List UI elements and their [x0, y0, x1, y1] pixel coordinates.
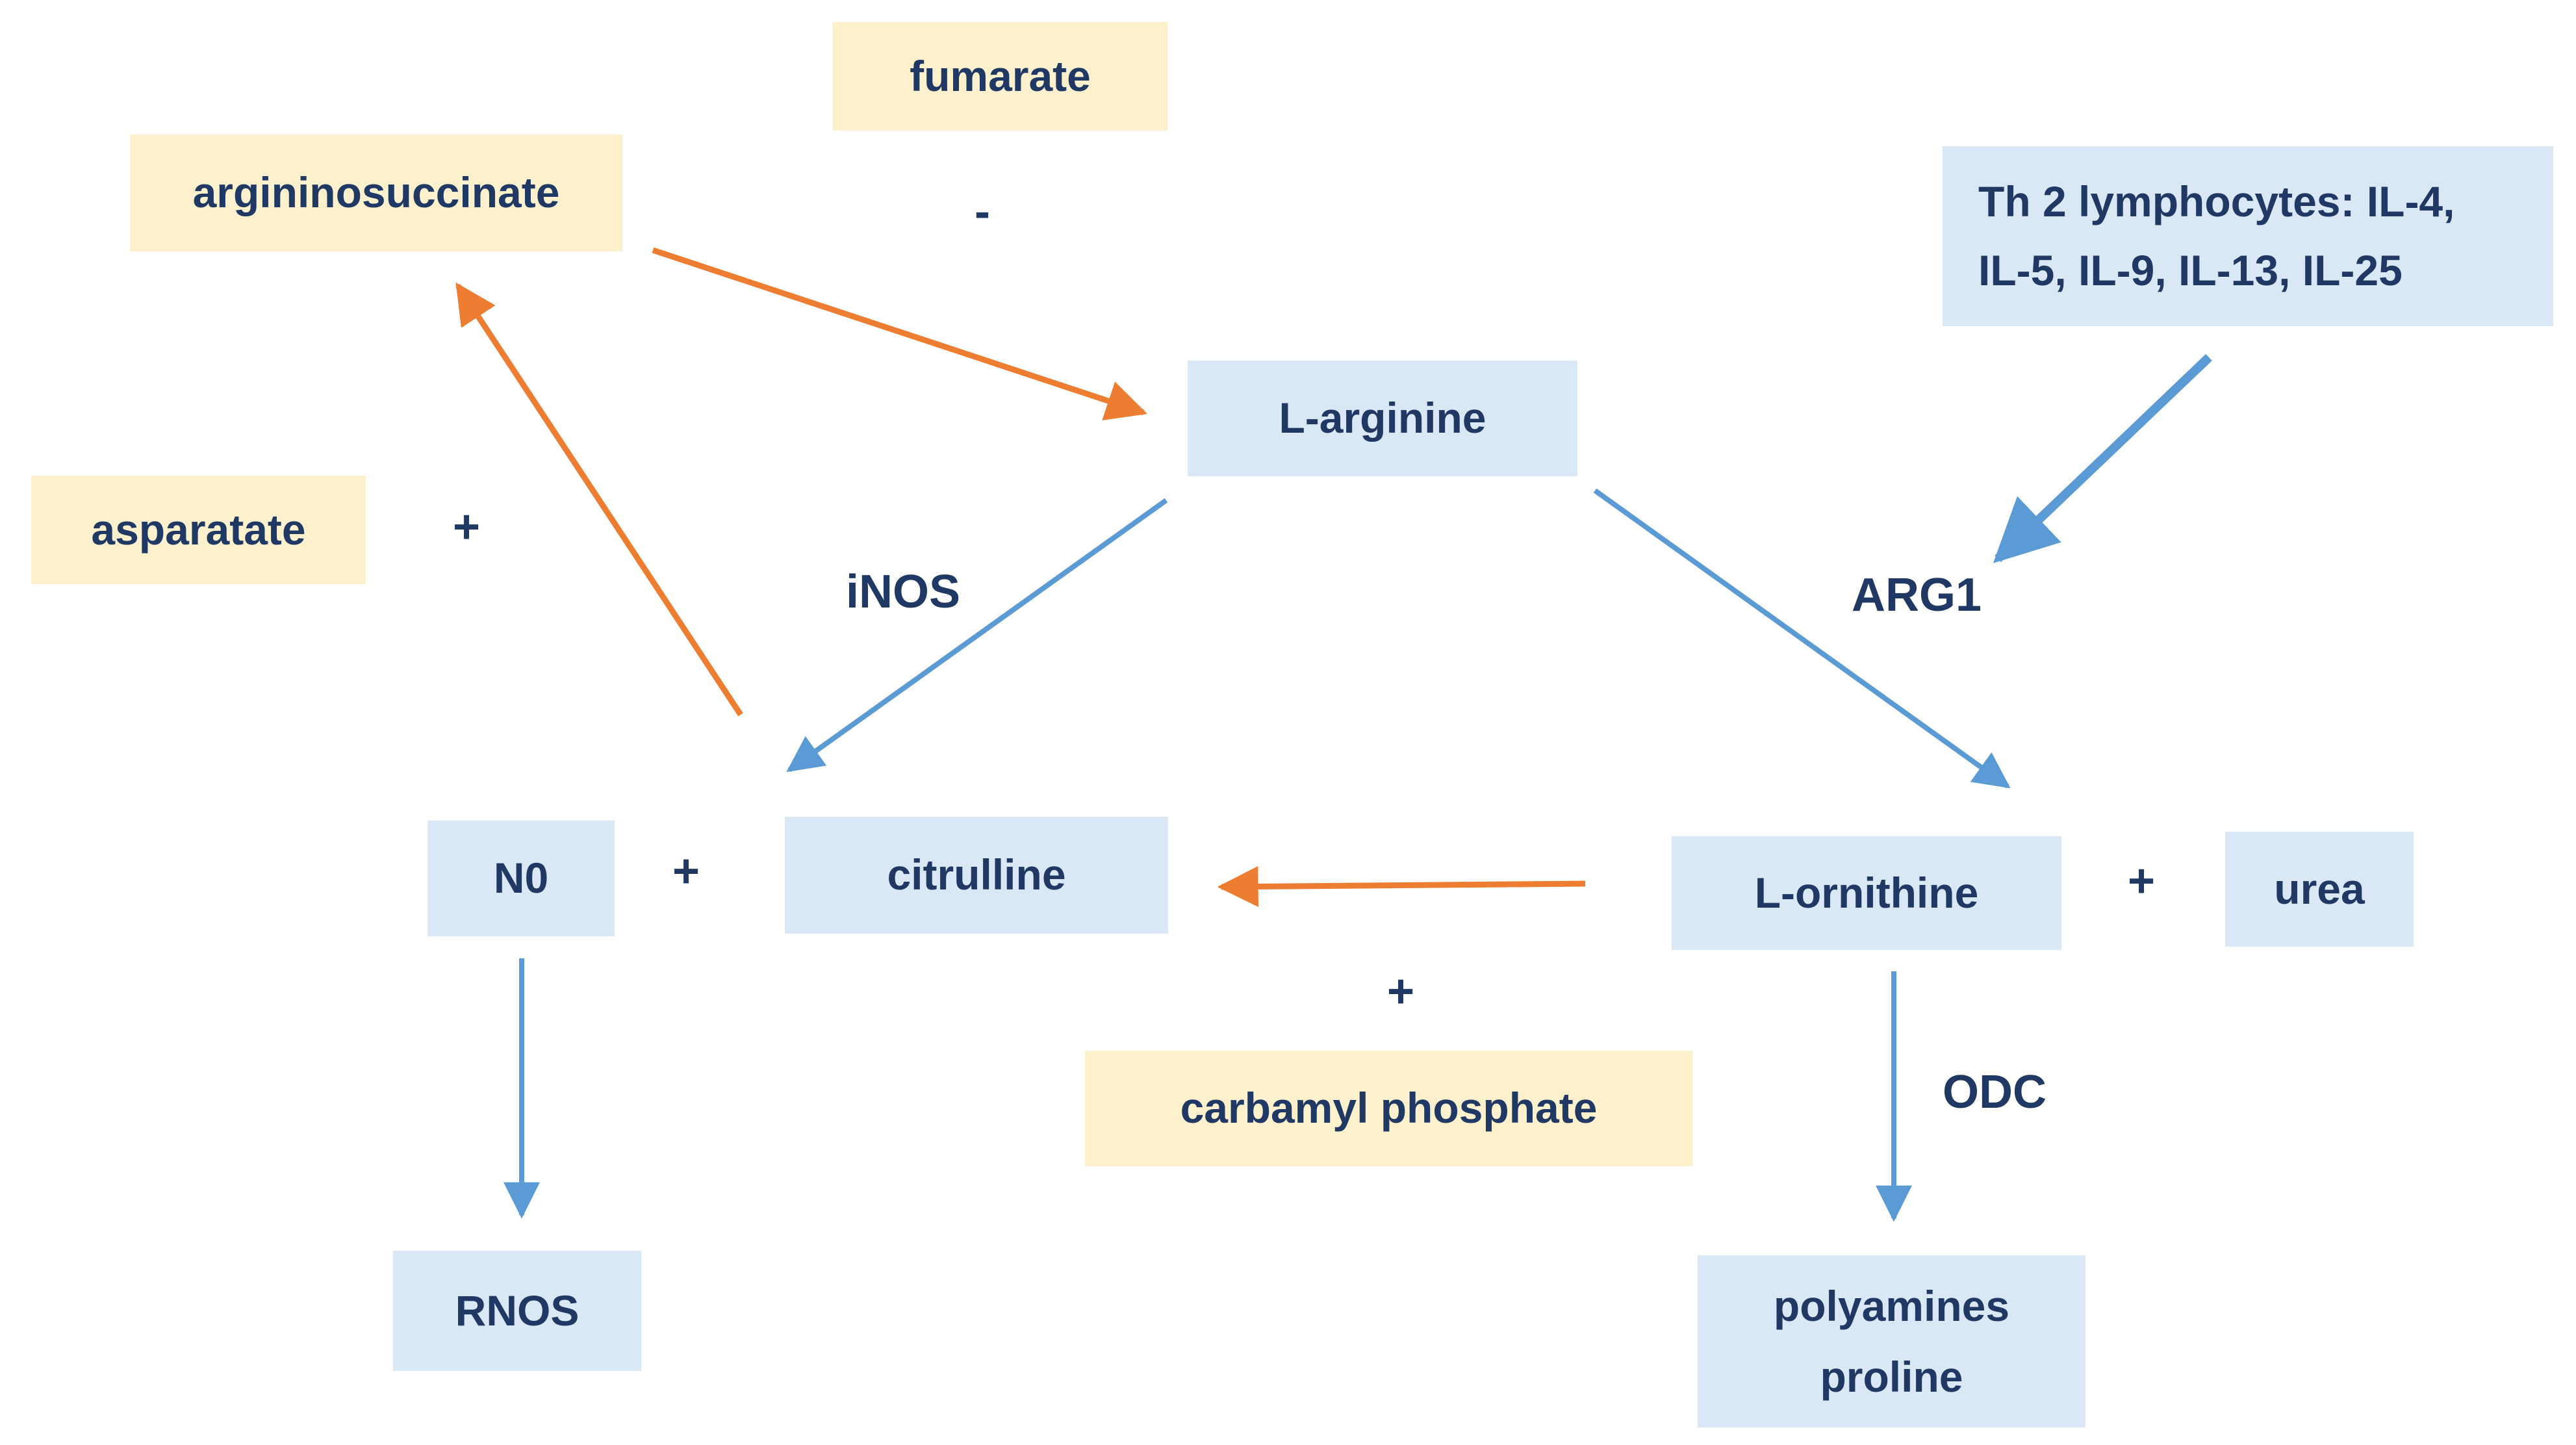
plus-sign-carbamyl: + — [1387, 965, 1415, 1017]
asparatate-box: asparatate — [31, 476, 366, 584]
l-arginine-box: L-arginine — [1188, 361, 1577, 476]
argininosuccinate-box: argininosuccinate — [130, 134, 622, 251]
rnos-box: RNOS — [393, 1251, 641, 1371]
arrow-argininosuccinate-to-l-arginine — [652, 247, 1147, 421]
l-ornithine-box: L-ornithine — [1672, 836, 2061, 950]
no-box: N0 — [427, 821, 615, 936]
odc-label: ODC — [1943, 1066, 2047, 1118]
carbamyl-phosphate-box: carbamyl phosphate — [1085, 1051, 1692, 1166]
arrow-ornithine-to-citrulline — [1217, 865, 1586, 907]
inos-label: iNOS — [846, 566, 961, 618]
fumarate-box: fumarate — [833, 22, 1167, 131]
plus-sign-asparatate: + — [453, 501, 481, 553]
th2-lymphocytes-box: Th 2 lymphocytes: IL-4, IL-5, IL-9, IL-1… — [1943, 146, 2553, 326]
arrow-th2-to-arg1 — [1993, 353, 2212, 563]
urea-box: urea — [2225, 832, 2414, 947]
arrow-citrulline-to-argininosuccinate — [455, 282, 743, 717]
polyamines-proline-box: polyamines proline — [1698, 1255, 2085, 1427]
arrow-l-arginine-to-l-ornithine — [1593, 488, 2011, 789]
citrulline-box: citrulline — [785, 817, 1168, 934]
plus-sign-ornithine-urea: + — [2128, 855, 2156, 907]
arrow-l-arginine-to-citrulline — [786, 498, 1168, 773]
plus-sign-no-citrulline: + — [672, 845, 700, 897]
arg1-label: ARG1 — [1852, 569, 1982, 621]
minus-sign-fumarate: - — [975, 186, 990, 238]
